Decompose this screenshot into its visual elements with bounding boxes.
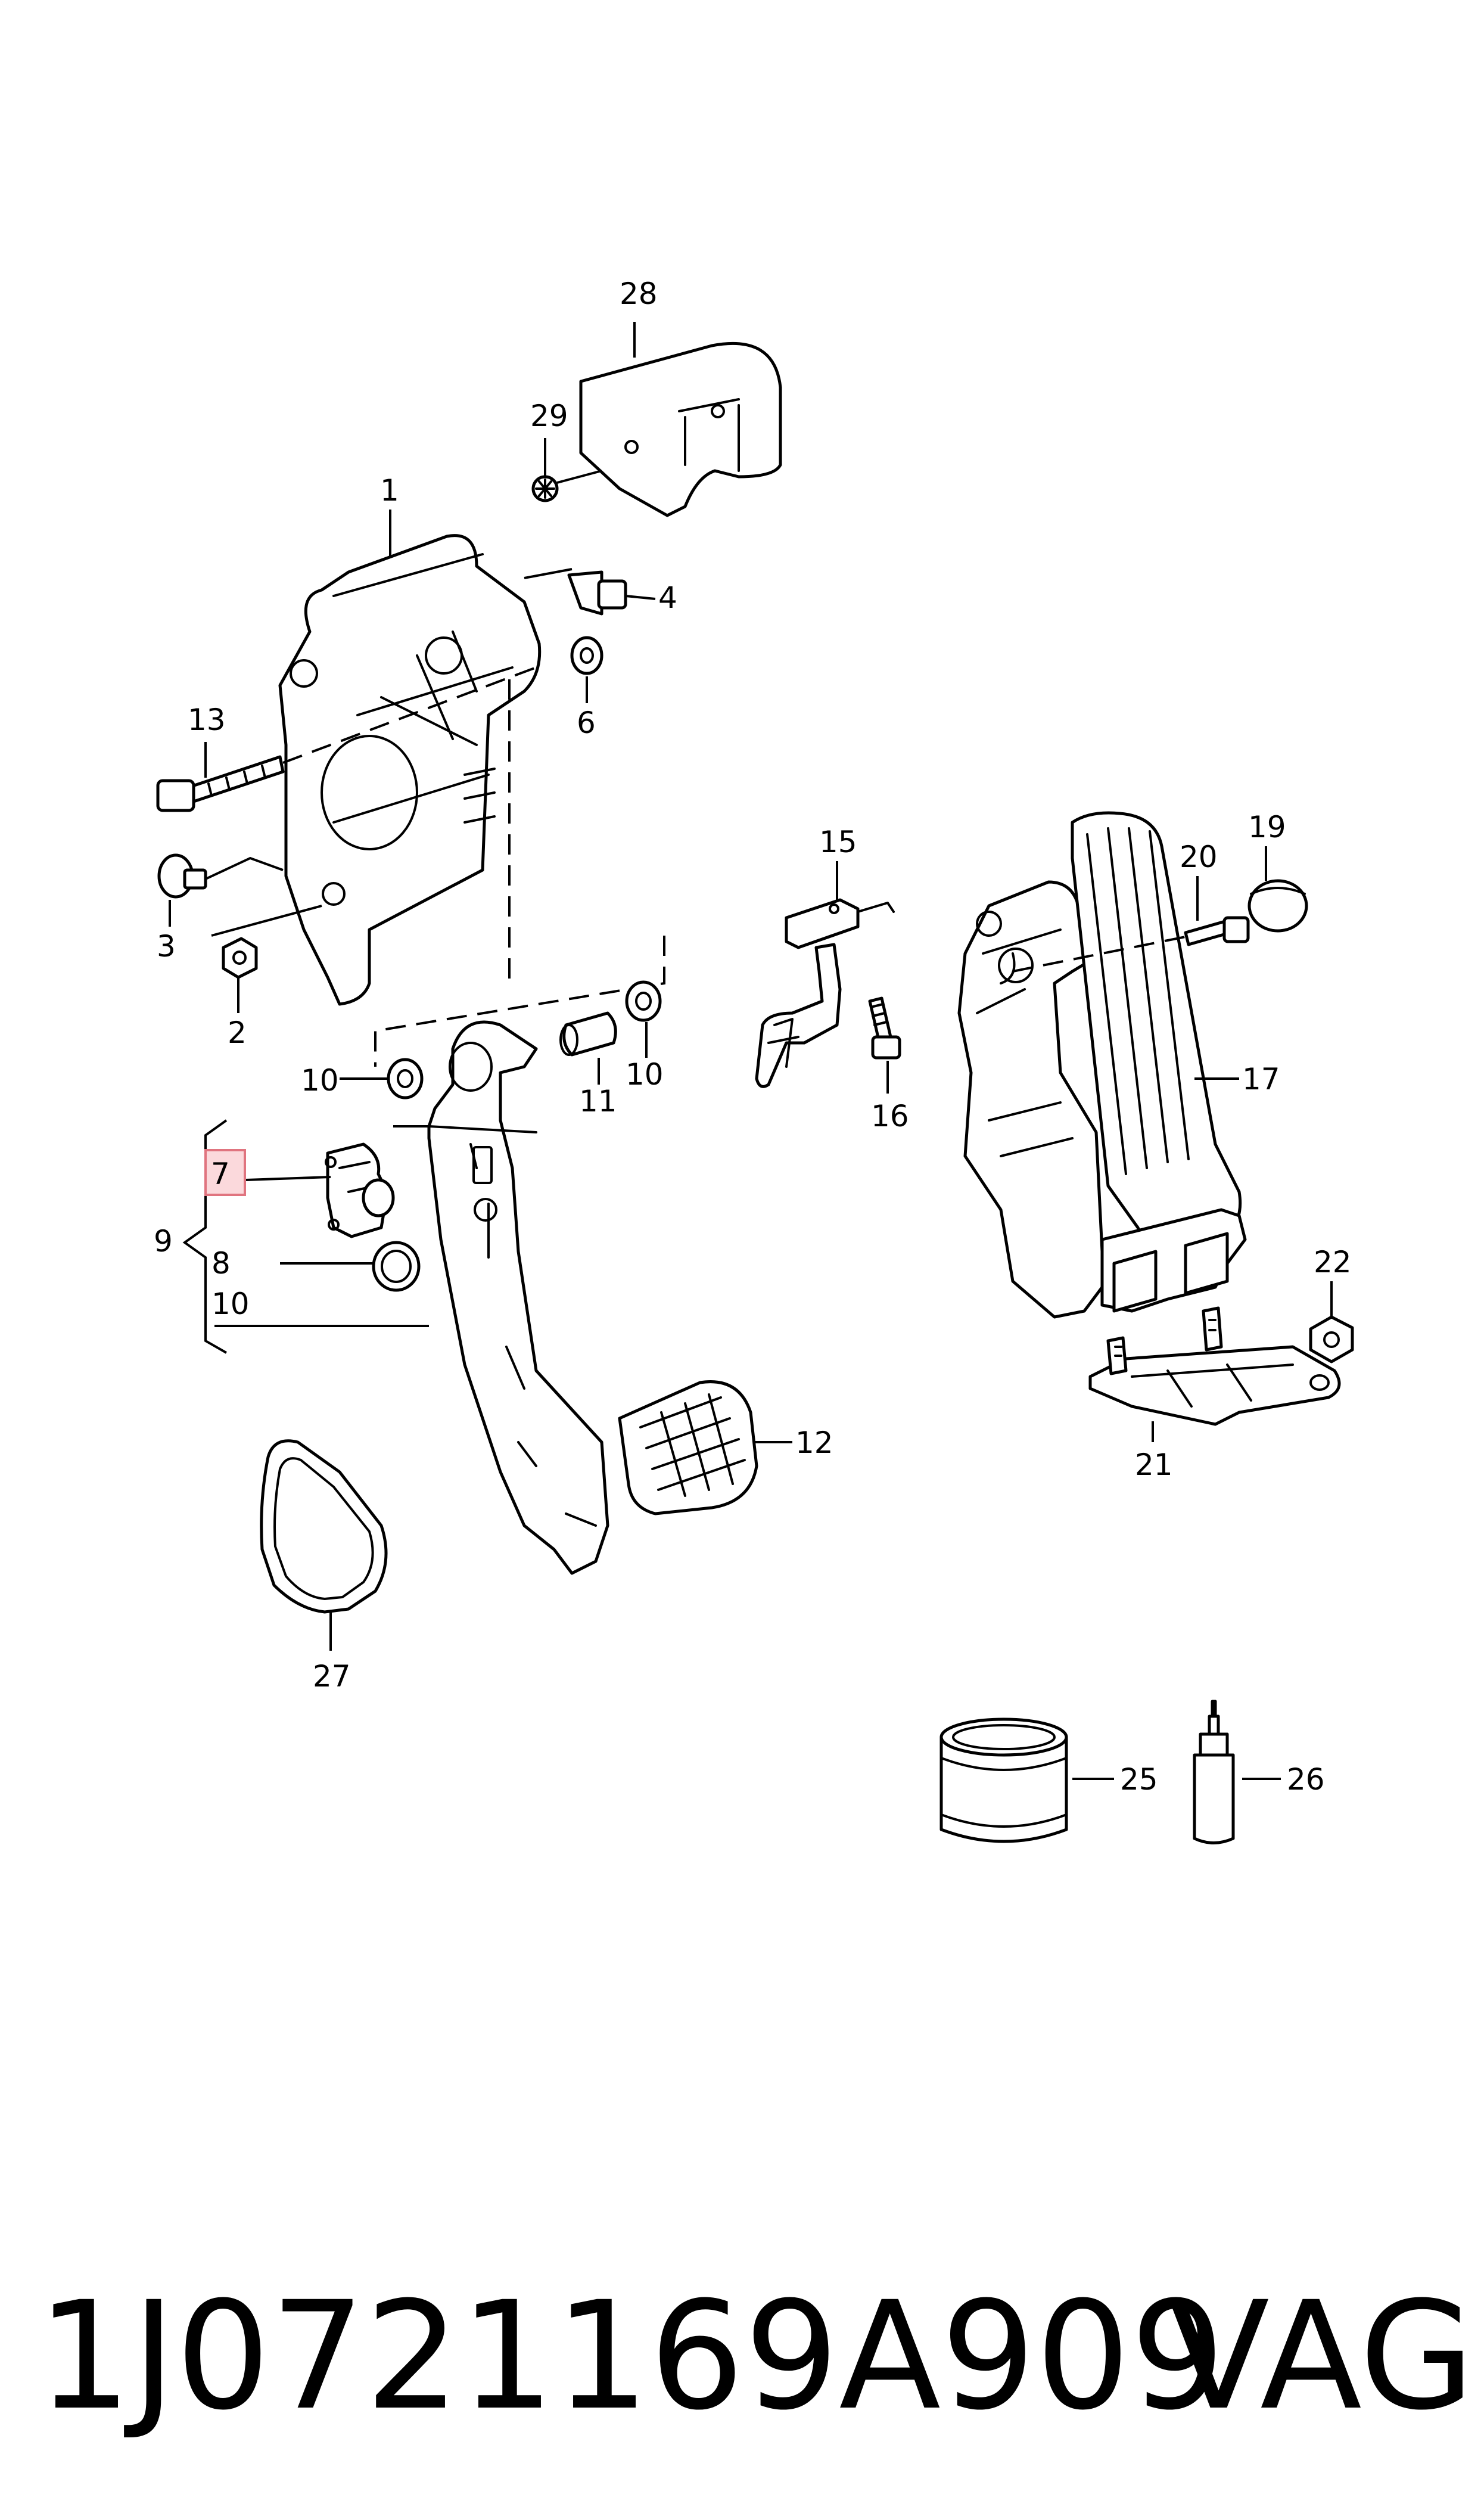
- part-13-long-bolt: [156, 666, 537, 812]
- part-12-pedal-arm: [393, 1020, 609, 1575]
- part-29-clip: [531, 438, 602, 502]
- part-3-stud: [157, 853, 284, 927]
- callout-16: 16: [871, 1099, 909, 1133]
- part-16-screw: [868, 996, 901, 1094]
- callout-10-right: 10: [626, 1057, 664, 1092]
- callout-19: 19: [1248, 810, 1286, 844]
- part-1-pedal-bracket: [278, 510, 542, 1006]
- callout-22: 22: [1314, 1245, 1352, 1279]
- callout-26: 26: [1287, 1762, 1325, 1797]
- part-12-pedal-pad: [618, 1380, 792, 1515]
- callout-15: 15: [819, 825, 857, 859]
- part-26-grease-tube: [1193, 1700, 1281, 1844]
- part-28-cover: [579, 322, 782, 517]
- callout-2: 2: [228, 1015, 247, 1050]
- callout-10-lower: 10: [211, 1287, 250, 1321]
- group-9-bracket: [182, 1119, 429, 1354]
- callout-28: 28: [620, 277, 658, 311]
- part-21-mounting-plate: [1088, 1306, 1341, 1442]
- part-10-bushing-right: [625, 980, 662, 1058]
- callout-8: 8: [211, 1246, 231, 1281]
- callout-11: 11: [579, 1084, 617, 1119]
- callout-9: 9: [154, 1224, 173, 1259]
- part-20-screw: [1012, 876, 1250, 973]
- callout-25: 25: [1120, 1762, 1158, 1797]
- callout-27: 27: [313, 1659, 351, 1694]
- callout-3: 3: [157, 929, 176, 964]
- part-10-bushing-left: [340, 1058, 424, 1099]
- callout-1: 1: [380, 473, 399, 508]
- callout-20: 20: [1180, 840, 1218, 874]
- part-25-bearing: [939, 1717, 1114, 1843]
- part-number-caption: 1J0721169A909: [37, 2269, 1225, 2443]
- brand-caption: VAG: [1168, 2269, 1474, 2443]
- callout-7: 7: [211, 1157, 230, 1191]
- callout-29: 29: [530, 399, 568, 433]
- part-6-washer: [570, 636, 603, 703]
- part-8-o-ring: [280, 1241, 421, 1292]
- part-27-gasket: [260, 1439, 388, 1651]
- assembly-frame: [374, 679, 665, 1067]
- part-4-bolt: [524, 568, 656, 616]
- part-19-cap: [1247, 846, 1308, 933]
- part-22-nut: [1309, 1281, 1354, 1363]
- callout-21: 21: [1135, 1448, 1173, 1482]
- callout-4: 4: [658, 580, 677, 615]
- part-17-accelerator-pedal: [957, 811, 1247, 1319]
- part-15-bracket: [755, 861, 895, 1088]
- part-2-nut: [211, 905, 322, 1013]
- callout-7-highlight: [204, 1149, 246, 1196]
- callout-6: 6: [577, 706, 596, 740]
- callout-10-left: 10: [301, 1063, 339, 1098]
- callout-17: 17: [1242, 1062, 1280, 1097]
- part-7-switch: [245, 1142, 395, 1238]
- callout-13: 13: [188, 703, 226, 737]
- callout-12: 12: [795, 1425, 833, 1460]
- part-11-sleeve: [559, 1011, 617, 1085]
